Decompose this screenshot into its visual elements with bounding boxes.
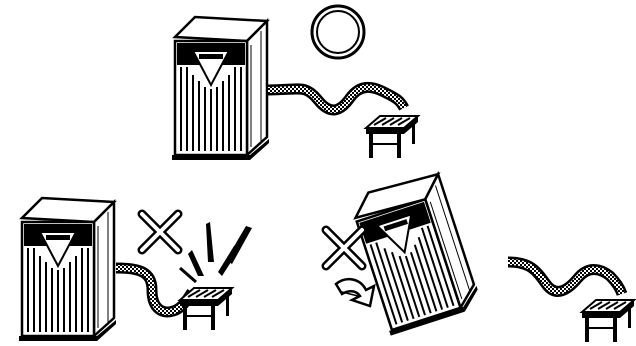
panel-top — [172, 6, 418, 160]
equipment-bottom-left — [180, 288, 232, 330]
ok-circle-icon — [312, 6, 364, 58]
prohibited-x-icon — [142, 214, 178, 250]
equipment-top — [366, 116, 418, 158]
ups-unit-top — [172, 17, 269, 160]
panel-bottom-right — [326, 170, 634, 342]
ups-unit-bottom-right — [347, 170, 483, 336]
falling-arrow-icon — [336, 279, 374, 306]
prohibited-x-icon — [326, 230, 362, 266]
spark-icon — [180, 222, 252, 282]
ups-unit-bottom-left — [19, 198, 116, 341]
panel-bottom-left — [19, 198, 252, 341]
equipment-bottom-right — [582, 300, 634, 342]
